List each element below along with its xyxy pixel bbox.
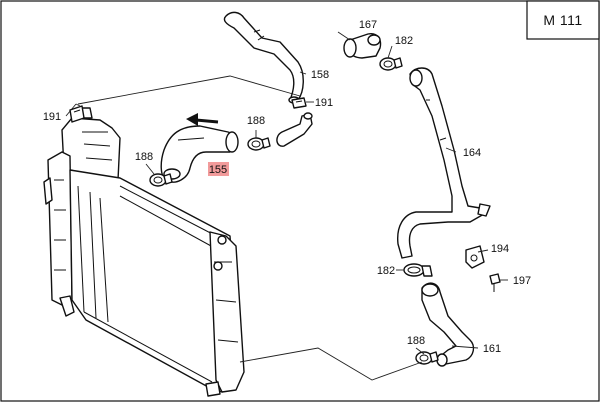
label-155-highlight [208, 162, 229, 176]
engine-code-label: M 111 [543, 12, 582, 28]
label-188-mid: 188 [247, 115, 265, 127]
hose-158 [223, 11, 304, 104]
radiator [43, 107, 245, 397]
label-167: 167 [359, 19, 377, 31]
leader-191-left [75, 103, 81, 107]
label-161: 161 [483, 343, 501, 355]
clip-188-mid [247, 137, 271, 151]
elbow-167 [343, 33, 382, 59]
flow-direction-arrow-icon [186, 113, 219, 126]
clip-188-bottom [415, 351, 439, 365]
clip-188-left [149, 173, 173, 187]
clip-182-mid [403, 263, 433, 277]
clip-191-mid [291, 97, 307, 109]
clip-191-left [69, 105, 85, 123]
bolt-197 [489, 273, 501, 292]
label-191-left: 191 [43, 111, 61, 123]
label-188-left: 188 [135, 151, 153, 163]
hose-164 [397, 67, 491, 259]
label-194: 194 [491, 243, 509, 255]
hose-connector-small [276, 112, 313, 147]
label-188-bottom: 188 [407, 335, 425, 347]
leader-191-to-158 [77, 75, 301, 105]
bracket-194 [465, 245, 485, 269]
clip-182-top [379, 57, 403, 71]
label-197: 197 [513, 275, 531, 287]
hose-155 [160, 125, 239, 183]
label-182-top: 182 [395, 35, 413, 47]
label-182-mid: 182 [377, 265, 395, 277]
label-191-mid: 191 [315, 97, 333, 109]
label-155: 155 [209, 164, 227, 176]
label-164: 164 [463, 147, 481, 159]
engine-code-box: M 111 [526, 0, 600, 40]
radiator-to-hose-161-leader [239, 347, 423, 381]
label-158: 158 [311, 69, 329, 81]
